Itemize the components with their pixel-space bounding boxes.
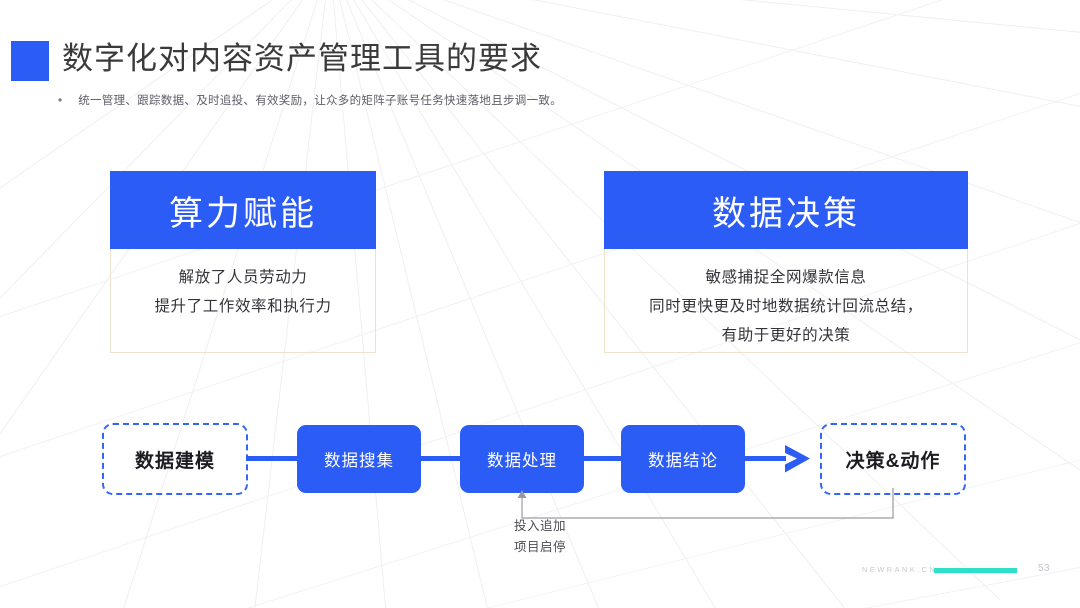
- card-data-decision: 数据决策 敏感捕捉全网爆款信息 同时更快更及时地数据统计回流总结， 有助于更好的…: [604, 171, 968, 353]
- page-title: 数字化对内容资产管理工具的要求: [62, 41, 542, 76]
- flow-node-label: 数据结论: [648, 452, 718, 470]
- feedback-label: 投入追加: [513, 519, 566, 533]
- flow-node-data-modeling: 数据建模: [102, 423, 248, 495]
- card-line: 提升了工作效率和执行力: [154, 298, 332, 315]
- flow-node-data-processing: 数据处理: [460, 425, 584, 493]
- flow-node-label: 数据建模: [134, 450, 215, 472]
- card-title: 算力赋能: [110, 171, 376, 249]
- flow-node-label: 决策&动作: [845, 450, 941, 472]
- card-compute-empowerment: 算力赋能 解放了人员劳动力 提升了工作效率和执行力: [110, 171, 376, 353]
- subtitle-text: 统一管理、跟踪数据、及时追投、有效奖励，让众多的矩阵子账号任务快速落地且步调一致…: [78, 95, 562, 107]
- card-line: 同时更快更及时地数据统计回流总结，: [649, 298, 923, 315]
- arrow-right-icon: [785, 445, 810, 473]
- card-body: 解放了人员劳动力 提升了工作效率和执行力: [110, 249, 376, 353]
- flow-connector: [246, 456, 299, 461]
- flow-node-label: 数据搜集: [324, 452, 394, 470]
- card-line: 敏感捕捉全网爆款信息: [705, 269, 867, 286]
- feedback-label: 项目启停: [513, 540, 566, 554]
- page-number: 53: [1038, 563, 1051, 574]
- flow-node-decision-action: 决策&动作: [820, 423, 966, 495]
- flow-node-data-collection: 数据搜集: [297, 425, 421, 493]
- flow-connector: [419, 456, 462, 461]
- card-line: 解放了人员劳动力: [178, 269, 308, 286]
- feedback-loop-arrow: [517, 488, 894, 519]
- card-line: 有助于更好的决策: [721, 327, 851, 344]
- card-body: 敏感捕捉全网爆款信息 同时更快更及时地数据统计回流总结， 有助于更好的决策: [604, 249, 968, 353]
- card-title: 数据决策: [604, 171, 968, 249]
- flow-diagram: 数据建模 数据搜集 数据处理 数据结论 决策&动作 投入追加 项目启停: [0, 400, 1080, 570]
- bullet-icon: •: [58, 93, 63, 107]
- footer: NEWRANK.CN 53: [0, 560, 1080, 590]
- accent-square: [11, 41, 49, 81]
- subtitle-row: • 统一管理、跟踪数据、及时追投、有效奖励，让众多的矩阵子账号任务快速落地且步调…: [58, 93, 562, 109]
- flow-node-data-conclusion: 数据结论: [621, 425, 745, 493]
- footer-brand: NEWRANK.CN: [862, 565, 938, 574]
- flow-node-label: 数据处理: [487, 452, 557, 470]
- footer-accent-bar: [934, 568, 1017, 573]
- flow-connector: [582, 456, 623, 461]
- flow-connector: [743, 456, 786, 461]
